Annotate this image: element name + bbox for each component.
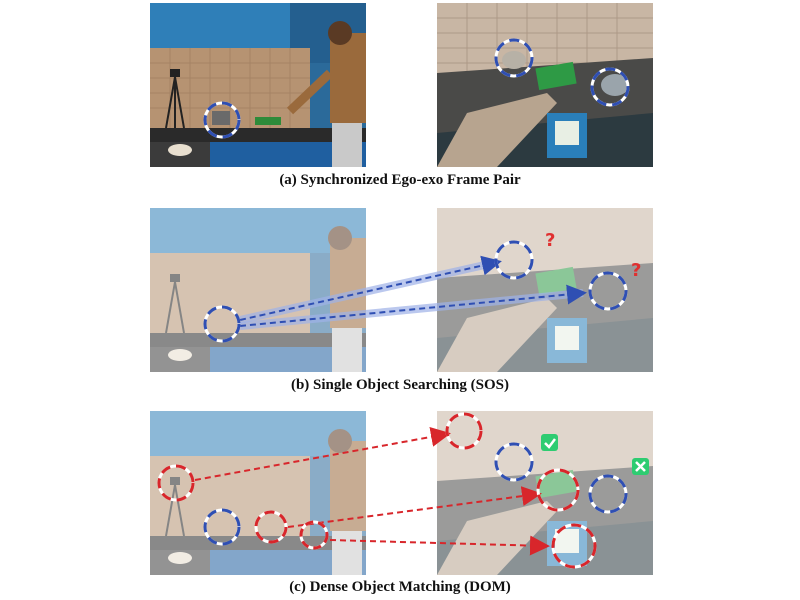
cross-mark-icon [632, 458, 649, 475]
caption-row-c: (c) Dense Object Matching (DOM) [289, 579, 511, 595]
row-c-rings [157, 412, 628, 569]
ego-frame-a [437, 3, 653, 167]
row-a-rings [203, 38, 630, 139]
exo-frame-c [150, 411, 366, 575]
row-b-rings [203, 240, 628, 343]
question-mark-icon: ? [631, 260, 641, 281]
check-mark-icon [541, 434, 558, 451]
row-c-arrows [194, 427, 550, 556]
exo-frame-b [150, 208, 366, 372]
question-mark-icon: ? [545, 230, 555, 251]
caption-row-b: (b) Single Object Searching (SOS) [290, 377, 510, 393]
ego-frame-b [437, 208, 653, 372]
row-b-arrows [239, 255, 587, 330]
exo-frame-a [150, 3, 366, 167]
caption-row-a: (a) Synchronized Ego-exo Frame Pair [279, 172, 521, 188]
